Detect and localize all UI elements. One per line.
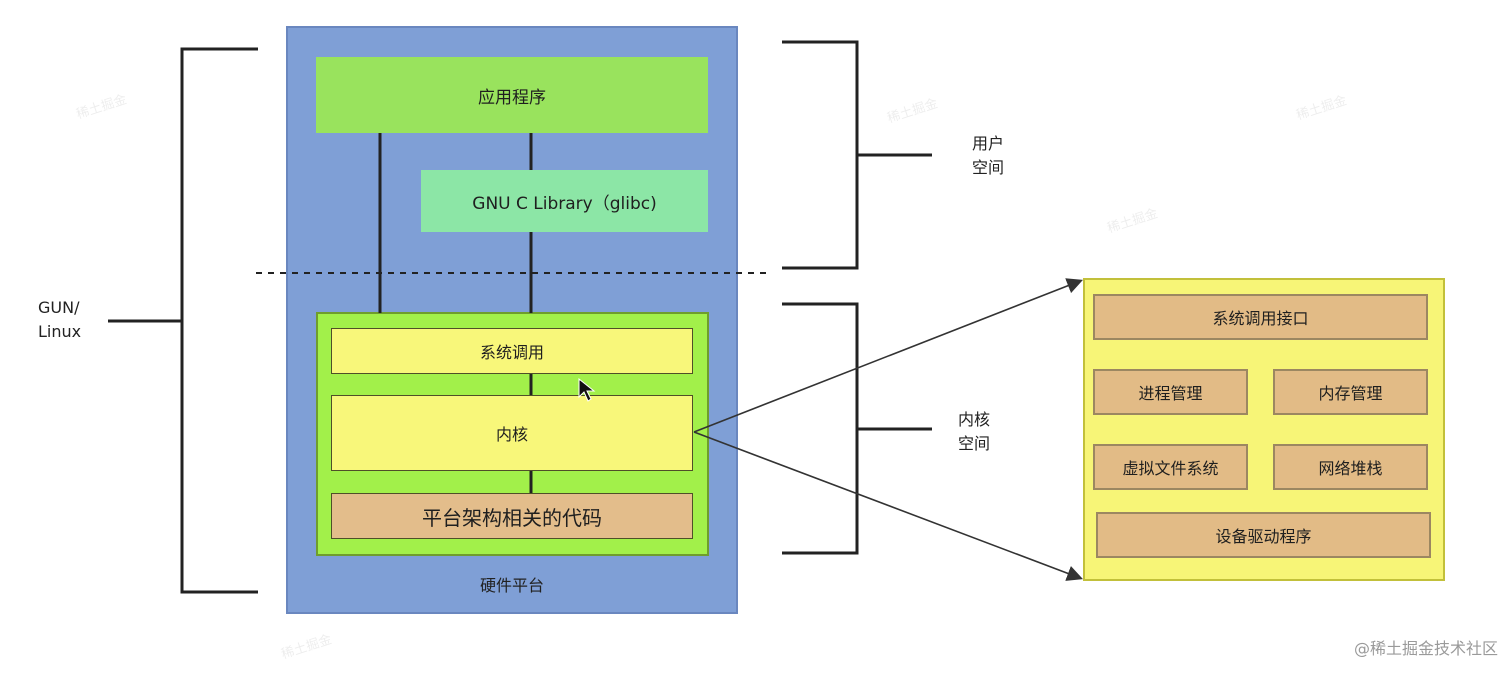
hardware-platform-label: 硬件平台 bbox=[479, 576, 544, 595]
glibc-label: GNU C Library（glibc) bbox=[472, 193, 657, 214]
vfs-box: 虚拟文件系统 bbox=[1093, 444, 1248, 490]
syscall-box: 系统调用 bbox=[331, 328, 693, 374]
syscall-label: 系统调用 bbox=[479, 343, 544, 362]
syscall-interface-box: 系统调用接口 bbox=[1093, 294, 1428, 340]
kernel-core-box: 内核 bbox=[331, 395, 693, 471]
arrow-to-detail-top bbox=[693, 278, 1083, 433]
kernel-space-label: 内核 空间 bbox=[958, 410, 991, 453]
device-drivers-box: 设备驱动程序 bbox=[1096, 512, 1431, 558]
glibc-box: GNU C Library（glibc) bbox=[421, 170, 708, 232]
user-space-label: 用户 空间 bbox=[972, 134, 1005, 177]
arch-code-label: 平台架构相关的代码 bbox=[422, 505, 602, 530]
kernel-space-bracket bbox=[782, 302, 859, 555]
watermark: 稀土掘金 bbox=[1105, 206, 1160, 237]
arch-code-box: 平台架构相关的代码 bbox=[331, 493, 693, 539]
gnu-linux-label: GUN/ Linux bbox=[38, 298, 82, 341]
watermark: 稀土掘金 bbox=[279, 632, 334, 663]
user-space-bracket bbox=[782, 40, 859, 270]
watermark: 稀土掘金 bbox=[885, 96, 940, 127]
application-box: 应用程序 bbox=[316, 57, 708, 133]
kernel-core-label: 内核 bbox=[495, 425, 528, 444]
memory-management-box: 内存管理 bbox=[1273, 369, 1428, 415]
application-label: 应用程序 bbox=[478, 87, 546, 108]
watermark: 稀土掘金 bbox=[74, 92, 129, 123]
site-credit: @稀土掘金技术社区 bbox=[1353, 639, 1498, 658]
network-stack-box: 网络堆栈 bbox=[1273, 444, 1428, 490]
gnu-linux-bracket bbox=[180, 47, 258, 594]
arrow-to-detail-bottom bbox=[693, 431, 1083, 581]
process-management-box: 进程管理 bbox=[1093, 369, 1248, 415]
watermark: 稀土掘金 bbox=[1294, 93, 1349, 124]
